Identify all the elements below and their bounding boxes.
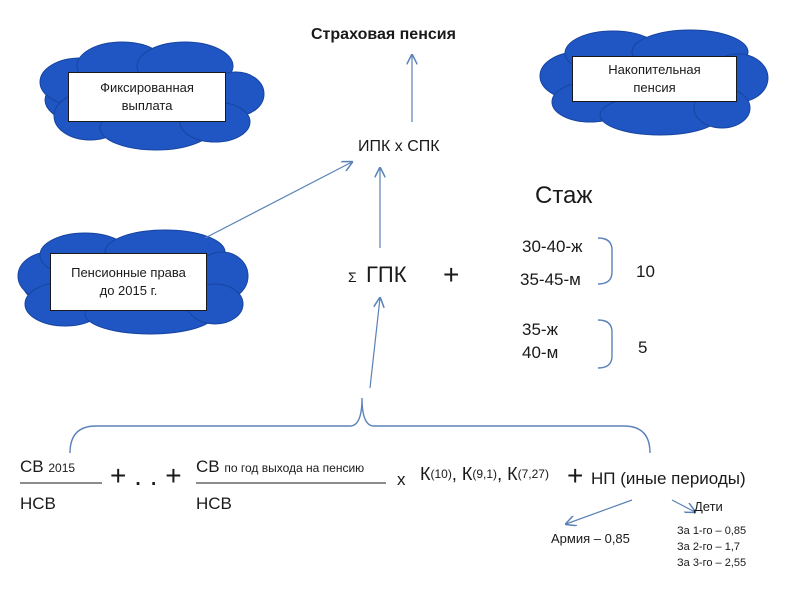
k1-letter: К: [420, 464, 431, 484]
stazh-g2-value: 5: [638, 338, 648, 357]
gpk-plus: +: [443, 259, 460, 290]
nsv-right: НСВ: [196, 494, 232, 513]
stazh-bracket-2: [597, 319, 613, 369]
stazh-g1-women: 30-40-ж: [522, 237, 583, 256]
children-label: Дети: [694, 499, 723, 514]
kid-1: За 1-го – 0,85: [677, 525, 747, 537]
sv-right-condition: по год выхода на пенсию: [224, 461, 365, 475]
kid-2: За 2-го – 1,7: [677, 541, 741, 553]
nsv-left: НСВ: [20, 494, 56, 513]
sv-left-label: СВ: [20, 457, 44, 476]
bottom-brace: [69, 397, 651, 454]
arrow-to-gpk: [369, 298, 380, 389]
k-sep-2: ,: [497, 464, 503, 484]
stazh-bracket-1: [597, 237, 613, 285]
stazh-g2-women: 35-ж: [522, 320, 558, 339]
sigma-sign: Σ: [348, 269, 357, 285]
k-coefficients: К(10), К(9,1), К(7,27): [420, 464, 549, 485]
ipk-formula: ИПК х СПК: [358, 138, 440, 155]
fixed-payment-box: Фиксированная выплата: [68, 72, 226, 122]
k3-sub: (7,27): [517, 467, 549, 481]
kid-3: За 3-го – 2,55: [677, 557, 747, 569]
k2-sub: (9,1): [472, 467, 498, 481]
army-label: Армия – 0,85: [551, 531, 630, 546]
arrow-to-army: [566, 499, 633, 524]
sv-left-year: 2015: [48, 461, 76, 475]
np-plus: +: [567, 460, 584, 491]
np-label: НП (иные периоды): [591, 469, 746, 488]
funded-pension-box: Накопительная пенсия: [572, 56, 737, 102]
sv-right: СВ по год выхода на пенсию: [196, 457, 364, 477]
stazh-g1-men: 35-45-м: [520, 270, 581, 289]
page-title: Страховая пенсия: [311, 26, 456, 43]
stazh-title: Стаж: [535, 182, 593, 209]
sv-left: СВ 2015: [20, 457, 75, 477]
times-sign: х: [397, 470, 406, 489]
gpk-label: ГПК: [366, 262, 407, 287]
stazh-g1-value: 10: [636, 262, 655, 281]
k2-letter: К: [461, 464, 473, 484]
k-sep-1: ,: [451, 464, 457, 484]
arrow-to-children: [671, 499, 695, 512]
stazh-g2-men: 40-м: [522, 343, 559, 362]
sv-right-label: СВ: [196, 457, 220, 476]
arrow-rights-to-ipk: [204, 162, 352, 239]
k3-letter: К: [507, 464, 518, 484]
pension-rights-box: Пенсионные права до 2015 г.: [50, 253, 207, 311]
k1-sub: (10): [430, 467, 452, 481]
plus-dots: + . . +: [110, 460, 182, 491]
